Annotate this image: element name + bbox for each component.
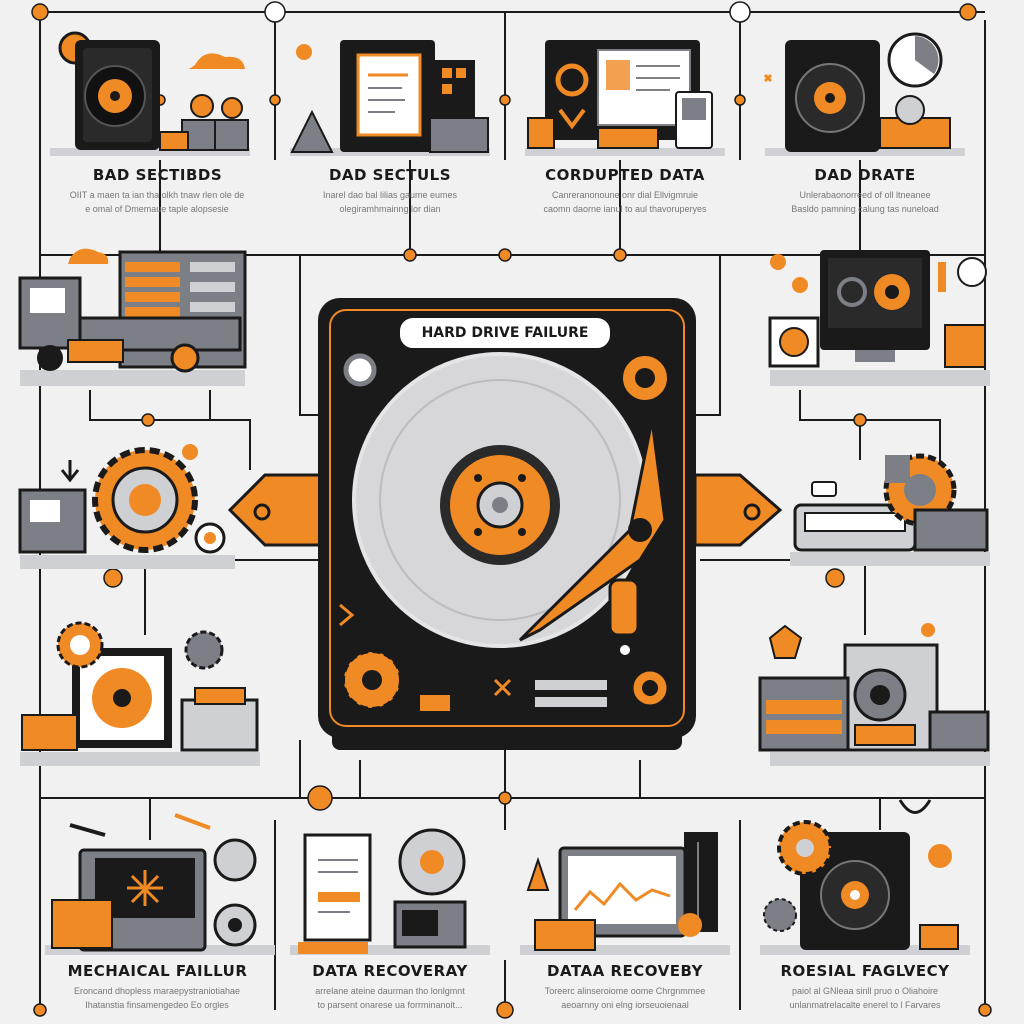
panel-illustration-data-recovery-2 bbox=[520, 832, 730, 955]
panel-label-dataa-recoveby: DATAA RECOVEBY bbox=[547, 962, 703, 980]
panel-illustration-bus-gear bbox=[790, 453, 990, 566]
panel-illustration-roesial bbox=[760, 799, 970, 955]
panel-illustration-drive-box bbox=[20, 621, 260, 766]
panel-illustration-data-recovery-1 bbox=[290, 828, 490, 955]
panel-label-mechaical-faillur: MECHAICAL FAILLUR bbox=[67, 962, 248, 980]
panel-illustration-mechanical-failure bbox=[45, 813, 275, 955]
hard-drive-illustration bbox=[227, 298, 783, 750]
panel-illustration-machine bbox=[758, 623, 990, 766]
panel-label-dad-sectuls: DAD SECTULS bbox=[328, 166, 452, 184]
panel-illustration-monitor bbox=[768, 250, 990, 386]
panel-label-roesial-faglvecy: ROESIAL FAGLVECY bbox=[780, 962, 950, 980]
left-connector-arrow bbox=[227, 473, 327, 547]
panel-illustration-bad-sectors bbox=[50, 31, 250, 156]
panel-illustration-corrupted-data bbox=[525, 40, 725, 156]
connector-nodes bbox=[31, 1, 992, 1019]
panel-label-bad-sectibds: BAD SECTIBDS bbox=[92, 166, 223, 184]
panel-label-dad-drate: DAD DRATE bbox=[814, 166, 916, 184]
panel-desc-bad-sectibds: OIIT a maen ta ian tha olkh tnaw rlen ol… bbox=[69, 190, 245, 214]
panel-illustration-truck-server bbox=[18, 248, 247, 386]
panel-label-cordupted-data: CORDUPTED DATA bbox=[545, 166, 705, 184]
panel-illustration-dad-drate bbox=[763, 32, 965, 156]
right-connector-arrow bbox=[693, 473, 783, 547]
diagram-title: HARD DRIVE FAILURE bbox=[398, 316, 612, 350]
panel-label-data-recoveray: DATA RECOVERAY bbox=[312, 962, 468, 980]
panel-illustration-dad-sectuls bbox=[290, 40, 490, 156]
panel-illustration-gear-truck bbox=[18, 444, 235, 569]
